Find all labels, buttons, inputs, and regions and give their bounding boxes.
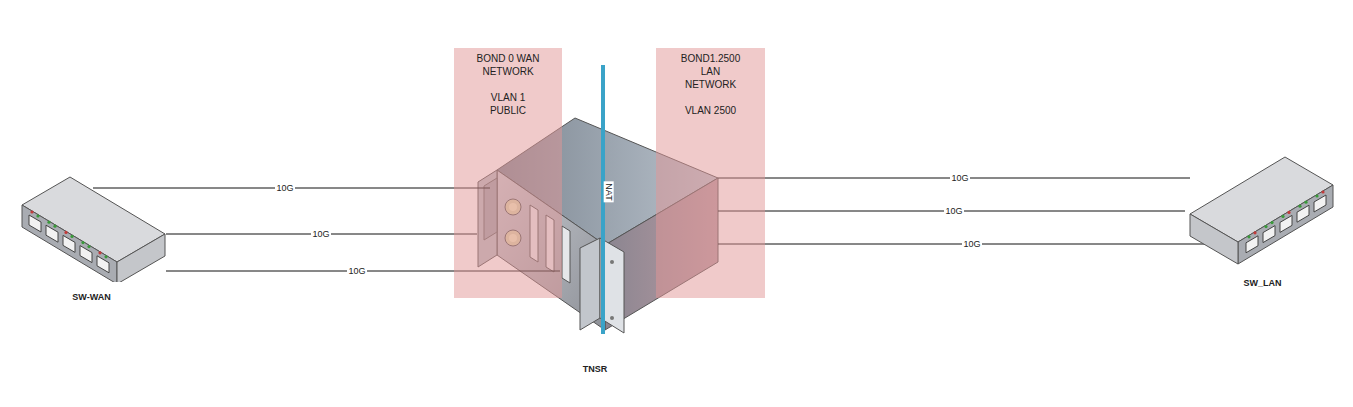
wan-switch: SW-WAN xyxy=(15,172,168,304)
lan-switch: SW_LAN xyxy=(1185,152,1340,290)
switch-icon xyxy=(15,172,168,282)
device-label: SW-WAN xyxy=(15,291,168,304)
link-speed: 10G xyxy=(944,206,963,216)
switch-icon xyxy=(1185,152,1340,268)
zone-label: VLAN 2500 xyxy=(676,104,746,117)
zone-label: VLAN 1 PUBLIC xyxy=(473,91,543,117)
link-speed: 10G xyxy=(962,239,981,249)
network-zone: BOND 0 WAN NETWORK VLAN 1 PUBLIC xyxy=(454,48,562,298)
link-speed: 10G xyxy=(275,183,294,193)
link-speed: 10G xyxy=(311,229,330,239)
nat-label: NAT xyxy=(604,182,614,203)
zone-label: BOND 0 WAN NETWORK xyxy=(473,52,543,78)
device-label: TNSR xyxy=(470,363,720,376)
network-zone: BOND1.2500 LAN NETWORK VLAN 2500 xyxy=(656,48,765,298)
link-speed: 10G xyxy=(347,266,366,276)
link-speed: 10G xyxy=(950,173,969,183)
device-label: SW_LAN xyxy=(1185,277,1340,290)
zone-label: BOND1.2500 LAN NETWORK xyxy=(676,52,746,91)
